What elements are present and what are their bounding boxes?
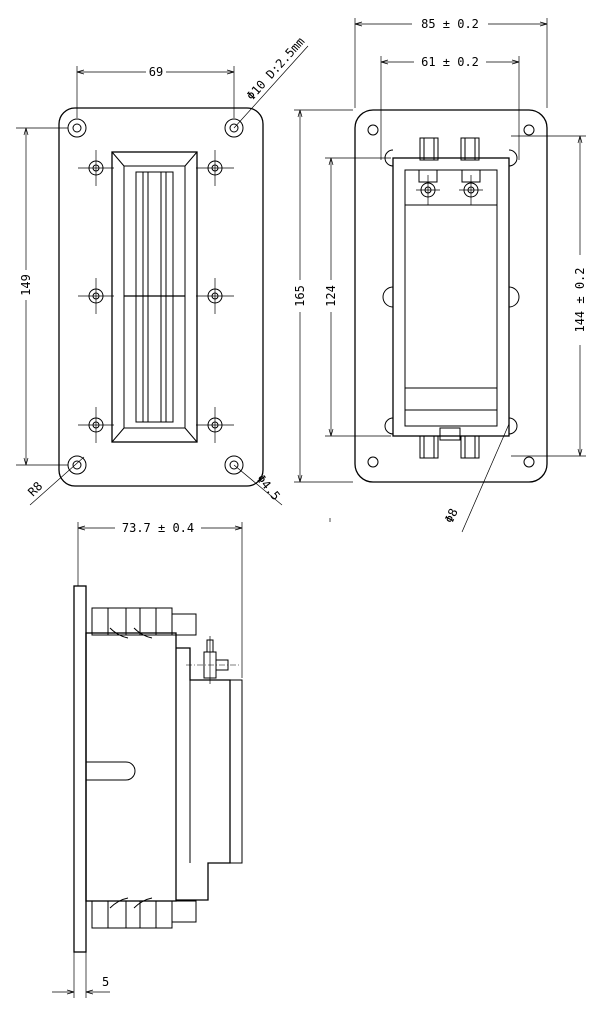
rear-flange-outline xyxy=(354,109,548,483)
dim-124-label: 124 xyxy=(324,285,338,307)
dim-124: 124 xyxy=(324,157,391,437)
side-top-clips xyxy=(91,607,197,639)
dim-73-7-label: 73.7 ± 0.4 xyxy=(122,521,194,535)
dim-165: 165 xyxy=(293,109,353,483)
dim-69: 69 xyxy=(76,65,235,118)
dim-5-label: 5 xyxy=(102,975,109,989)
dim-69-label: 69 xyxy=(149,65,163,79)
dim-85: 85 ± 0.2 xyxy=(354,17,548,108)
dim-small-hole-label: Φ4.5 xyxy=(254,472,283,503)
side-tab xyxy=(86,761,136,781)
dim-large-hole: Φ10 D:2.5mm xyxy=(233,35,309,129)
rear-corner-holes xyxy=(367,124,535,468)
dim-165-label: 165 xyxy=(293,285,307,307)
dim-73-7: 73.7 ± 0.4 xyxy=(77,521,243,678)
dim-61-label: 61 ± 0.2 xyxy=(421,55,479,69)
front-corner-holes xyxy=(67,118,244,475)
front-horn xyxy=(111,151,198,443)
side-view: 73.7 ± 0.4 5 xyxy=(52,521,243,998)
dim-slot-diameter: Φ8 xyxy=(442,423,510,533)
dim-149: 149 xyxy=(16,127,68,466)
front-screws xyxy=(78,150,234,443)
dim-slot-diameter-label: Φ8 xyxy=(442,506,461,525)
side-flange xyxy=(73,585,87,953)
side-terminal xyxy=(186,636,240,684)
dim-144-label: 144 ± 0.2 xyxy=(573,267,587,332)
dim-5: 5 xyxy=(52,952,110,998)
front-view: 69 149 Φ10 D:2.5mm Φ4.5 R8 xyxy=(16,35,309,506)
front-flange-outline xyxy=(58,107,264,487)
rear-magnet-block xyxy=(382,137,520,459)
dim-144: 144 ± 0.2 xyxy=(511,135,587,457)
side-back-plates xyxy=(176,647,243,901)
dim-61: 61 ± 0.2 xyxy=(380,55,520,160)
dim-85-label: 85 ± 0.2 xyxy=(421,17,479,31)
side-body xyxy=(85,632,177,902)
dim-corner-radius: R8 xyxy=(25,456,85,506)
dim-large-hole-label: Φ10 D:2.5mm xyxy=(244,35,308,103)
dim-small-hole: Φ4.5 xyxy=(233,464,283,506)
dim-149-label: 149 xyxy=(19,274,33,296)
side-bottom-clips xyxy=(91,897,197,929)
rear-view: 85 ± 0.2 61 ± 0.2 165 124 xyxy=(293,17,587,533)
dim-corner-radius-label: R8 xyxy=(25,479,45,499)
